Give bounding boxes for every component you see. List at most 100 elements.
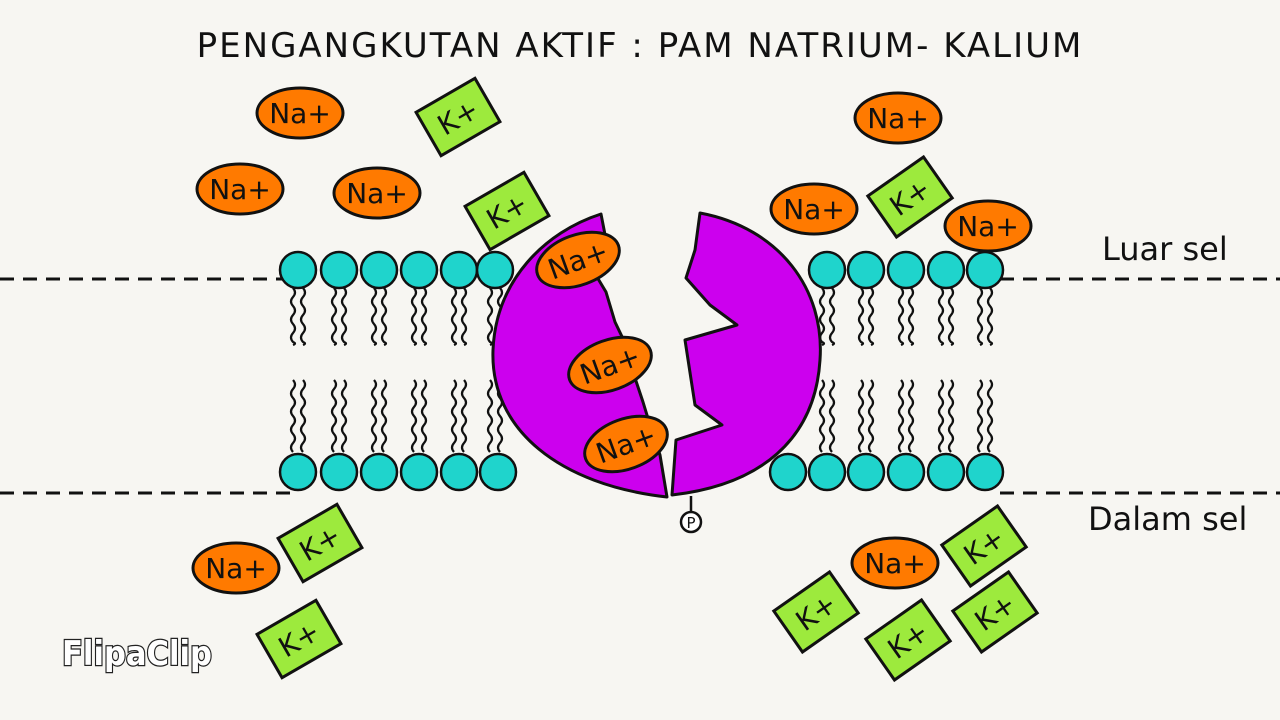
potassium-ion: K+ — [463, 170, 551, 252]
lipid-tail — [937, 379, 945, 453]
lipid-tail — [380, 287, 388, 347]
lipid-tail — [907, 379, 915, 453]
potassium-ion-shape — [865, 154, 955, 240]
phospholipid-head — [926, 250, 966, 290]
sodium-ion-shape — [583, 414, 669, 474]
phospholipid-head — [278, 452, 318, 492]
potassium-ion-shape — [771, 569, 861, 655]
potassium-ion: K+ — [863, 597, 953, 683]
lipid-tail — [986, 379, 994, 453]
lipid-tail — [857, 287, 865, 347]
potassium-ion-shape — [863, 597, 953, 683]
sodium-ion: Na+ — [191, 541, 281, 595]
potassium-ion-shape — [255, 598, 343, 680]
potassium-ion: K+ — [865, 154, 955, 240]
sodium-ion-label: Na+ — [864, 547, 926, 580]
phospholipid-head — [319, 452, 359, 492]
potassium-ion-shape — [276, 502, 364, 584]
label-outside-cell: Luar sel — [1102, 230, 1228, 268]
lipid-tail — [867, 379, 875, 453]
lipid-tail — [340, 379, 348, 453]
phosphate-group: P — [679, 496, 703, 534]
phospholipid-head — [807, 452, 847, 492]
phosphate-label: P — [686, 514, 695, 532]
phospholipid-head — [846, 452, 886, 492]
sodium-ion-shape — [191, 541, 281, 595]
lipid-tail — [828, 287, 836, 347]
phospholipid-head — [475, 250, 515, 290]
sodium-ion-shape — [255, 86, 345, 140]
lipid-tail — [976, 287, 984, 347]
phospholipid-head — [768, 452, 808, 492]
sodium-ion-label: Na+ — [209, 173, 271, 206]
potassium-ion: K+ — [771, 569, 861, 655]
lipid-tail — [947, 287, 955, 347]
sodium-ion-shape — [535, 230, 621, 290]
lipid-tail — [897, 379, 905, 453]
sodium-ion-label: Na+ — [867, 102, 929, 135]
flipaclip-watermark-text: FlipaClip — [62, 634, 212, 674]
lipid-tail — [897, 287, 905, 347]
sodium-ion-label: Na+ — [783, 193, 845, 226]
flipaclip-watermark: FlipaClip — [61, 633, 214, 676]
phospholipid-head — [965, 452, 1005, 492]
lipid-tail — [857, 379, 865, 453]
diagram-title: PENGANGKUTAN AKTIF : PAM NATRIUM- KALIUM — [196, 26, 1084, 66]
phospholipid-head — [399, 250, 439, 290]
phospholipid-head — [319, 250, 359, 290]
phospholipid-head — [399, 452, 439, 492]
sodium-ion: Na+ — [769, 182, 859, 236]
potassium-ion: K+ — [414, 76, 502, 158]
phospholipid-head — [478, 452, 518, 492]
phospholipid-head — [807, 250, 847, 290]
phospholipid-head — [846, 250, 886, 290]
phospholipid-head — [278, 250, 318, 290]
phospholipid-head — [359, 250, 399, 290]
lipid-tail — [818, 379, 826, 453]
phospholipid-bilayer — [278, 250, 1005, 492]
lipid-tail — [330, 379, 338, 453]
sodium-ion-shape — [769, 182, 859, 236]
potassium-ion-shape — [463, 170, 551, 252]
sodium-ion: Na+ — [195, 162, 285, 216]
sodium-ion: Na+ — [255, 86, 345, 140]
phospholipid-head — [439, 250, 479, 290]
sodium-ion-shape — [332, 166, 422, 220]
phospholipid-head — [439, 452, 479, 492]
sodium-ion-label: Na+ — [205, 552, 267, 585]
lipid-tail — [420, 287, 428, 347]
lipid-tail — [420, 379, 428, 453]
phospholipid-head — [886, 250, 926, 290]
lipid-tail — [460, 379, 468, 453]
potassium-ion: K+ — [276, 502, 364, 584]
ion-layer: Na+Na+Na+K+K+Na+Na+Na+K+Na+Na+Na+Na+K+K+… — [191, 76, 1040, 683]
lipid-tail — [299, 287, 307, 347]
phosphate-circle — [679, 510, 703, 534]
lipid-tail — [460, 287, 468, 347]
lipid-tail — [289, 287, 297, 347]
sodium-ion: Na+ — [332, 166, 422, 220]
sodium-ion-shape — [850, 536, 940, 590]
potassium-ion-shape — [950, 569, 1040, 655]
pump-right-half — [670, 211, 822, 497]
lipid-tail — [340, 287, 348, 347]
potassium-ion: K+ — [939, 503, 1029, 589]
lipid-tail — [370, 287, 378, 347]
lipid-tail — [410, 287, 418, 347]
lipid-tail — [330, 287, 338, 347]
potassium-ion-shape — [939, 503, 1029, 589]
phospholipid-head — [886, 452, 926, 492]
sodium-ion: Na+ — [943, 199, 1033, 253]
sodium-ion-label: Na+ — [957, 210, 1019, 243]
sodium-ion: Na+ — [535, 230, 621, 290]
sodium-ion-shape — [853, 91, 943, 145]
lipid-tail — [947, 379, 955, 453]
lipid-tail — [486, 287, 494, 347]
phospholipid-head — [359, 452, 399, 492]
lipid-tail — [486, 379, 494, 453]
lipid-tail — [450, 287, 458, 347]
lipid-tail — [289, 379, 297, 453]
label-inside-cell: Dalam sel — [1088, 500, 1248, 538]
